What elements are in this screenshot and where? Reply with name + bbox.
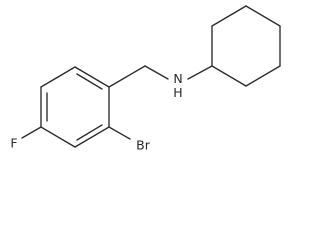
bond-cy-c5-c6 [245, 65, 281, 87]
bond-cy-c2-c3 [211, 5, 247, 27]
bond-ch2-to-nh [144, 65, 169, 80]
bond-ring-c3-c4 [74, 126, 110, 148]
substituent-bonds [21, 65, 213, 140]
bond-ring-c1-c2 [74, 66, 110, 88]
atom-label-br: Br [136, 138, 151, 153]
bond-ring-inner-bottom [76, 124, 103, 141]
bond-ring-c6-c1 [40, 66, 76, 88]
bond-ring-to-f [21, 126, 42, 139]
bond-cy-c6-c1 [211, 65, 247, 87]
benzene-ring [40, 66, 110, 148]
bond-ring-inner-top [76, 73, 103, 90]
bond-ring-c4-c5 [40, 126, 76, 148]
bond-nh-to-cyclohexyl [187, 65, 213, 80]
bond-ring-to-br [108, 126, 131, 140]
cyclohexane-ring [211, 5, 281, 87]
bond-cy-c3-c4 [245, 5, 281, 27]
atom-label-f: F [10, 136, 17, 151]
bond-ring-to-ch2 [108, 65, 146, 88]
